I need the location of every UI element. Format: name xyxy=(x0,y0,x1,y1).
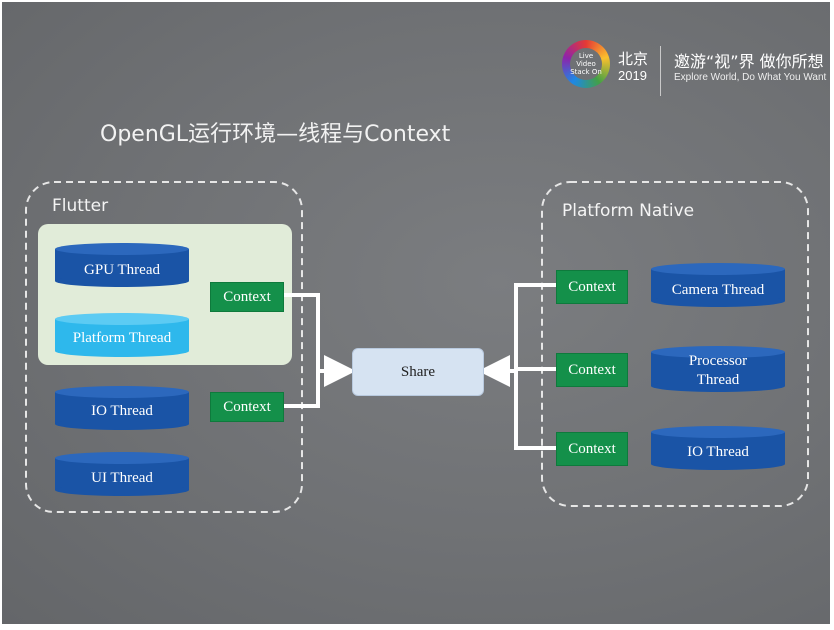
header-city: 北京 xyxy=(618,50,649,68)
processor-thread-label-line1: Processor xyxy=(688,353,748,369)
platform-thread-cylinder xyxy=(55,313,189,357)
io-thread-cylinder-flutter xyxy=(55,386,189,430)
platform-thread-node: Platform Thread xyxy=(55,319,189,357)
share-box: Share xyxy=(352,348,484,396)
left-bracket-connector xyxy=(283,293,320,408)
right-bracket-connector xyxy=(514,283,558,450)
native-context-1: Context xyxy=(556,270,628,304)
io-thread-node-flutter: IO Thread xyxy=(55,392,189,430)
livevideostack-logo: Live Video Stack On xyxy=(562,40,610,88)
ui-thread-node: UI Thread xyxy=(55,458,189,496)
ui-thread-cylinder xyxy=(55,452,189,496)
header-year: 2019 xyxy=(618,68,647,83)
page-title: OpenGL运行环境—线程与Context xyxy=(100,122,451,147)
native-context-2: Context xyxy=(556,353,628,387)
header-slogan: 邀游“视”界 做你所想 xyxy=(674,52,824,71)
processor-thread-cylinder xyxy=(651,346,785,392)
gpu-thread-node: GPU Thread xyxy=(55,249,189,287)
platform-thread-label: Platform Thread xyxy=(72,330,172,346)
processor-thread-node: Processor Thread xyxy=(651,352,785,392)
header-divider xyxy=(660,46,661,96)
processor-thread-label-line2: Thread xyxy=(696,372,740,388)
gpu-thread-label: GPU Thread xyxy=(84,262,160,278)
flutter-group-border xyxy=(25,181,303,513)
camera-thread-node: Camera Thread xyxy=(651,269,785,307)
camera-thread-label: Camera Thread xyxy=(671,282,765,298)
logo-text: Live Video Stack On xyxy=(570,48,602,80)
native-group-border xyxy=(541,181,809,507)
io-thread-label-native: IO Thread xyxy=(687,444,749,460)
camera-thread-cylinder xyxy=(651,263,785,307)
flutter-context-bottom: Context xyxy=(210,392,284,422)
native-group-label: Platform Native xyxy=(562,201,695,221)
flutter-group-label: Flutter xyxy=(52,196,109,216)
ui-thread-label: UI Thread xyxy=(91,470,153,486)
gpu-thread-cylinder xyxy=(55,243,189,287)
io-thread-label-flutter: IO Thread xyxy=(91,403,153,419)
io-thread-cylinder-native xyxy=(651,426,785,470)
io-thread-node-native: IO Thread xyxy=(651,432,785,470)
header-slogan-en: Explore World, Do What You Want xyxy=(674,72,827,83)
flutter-context-top: Context xyxy=(210,282,284,312)
native-context-3: Context xyxy=(556,432,628,466)
